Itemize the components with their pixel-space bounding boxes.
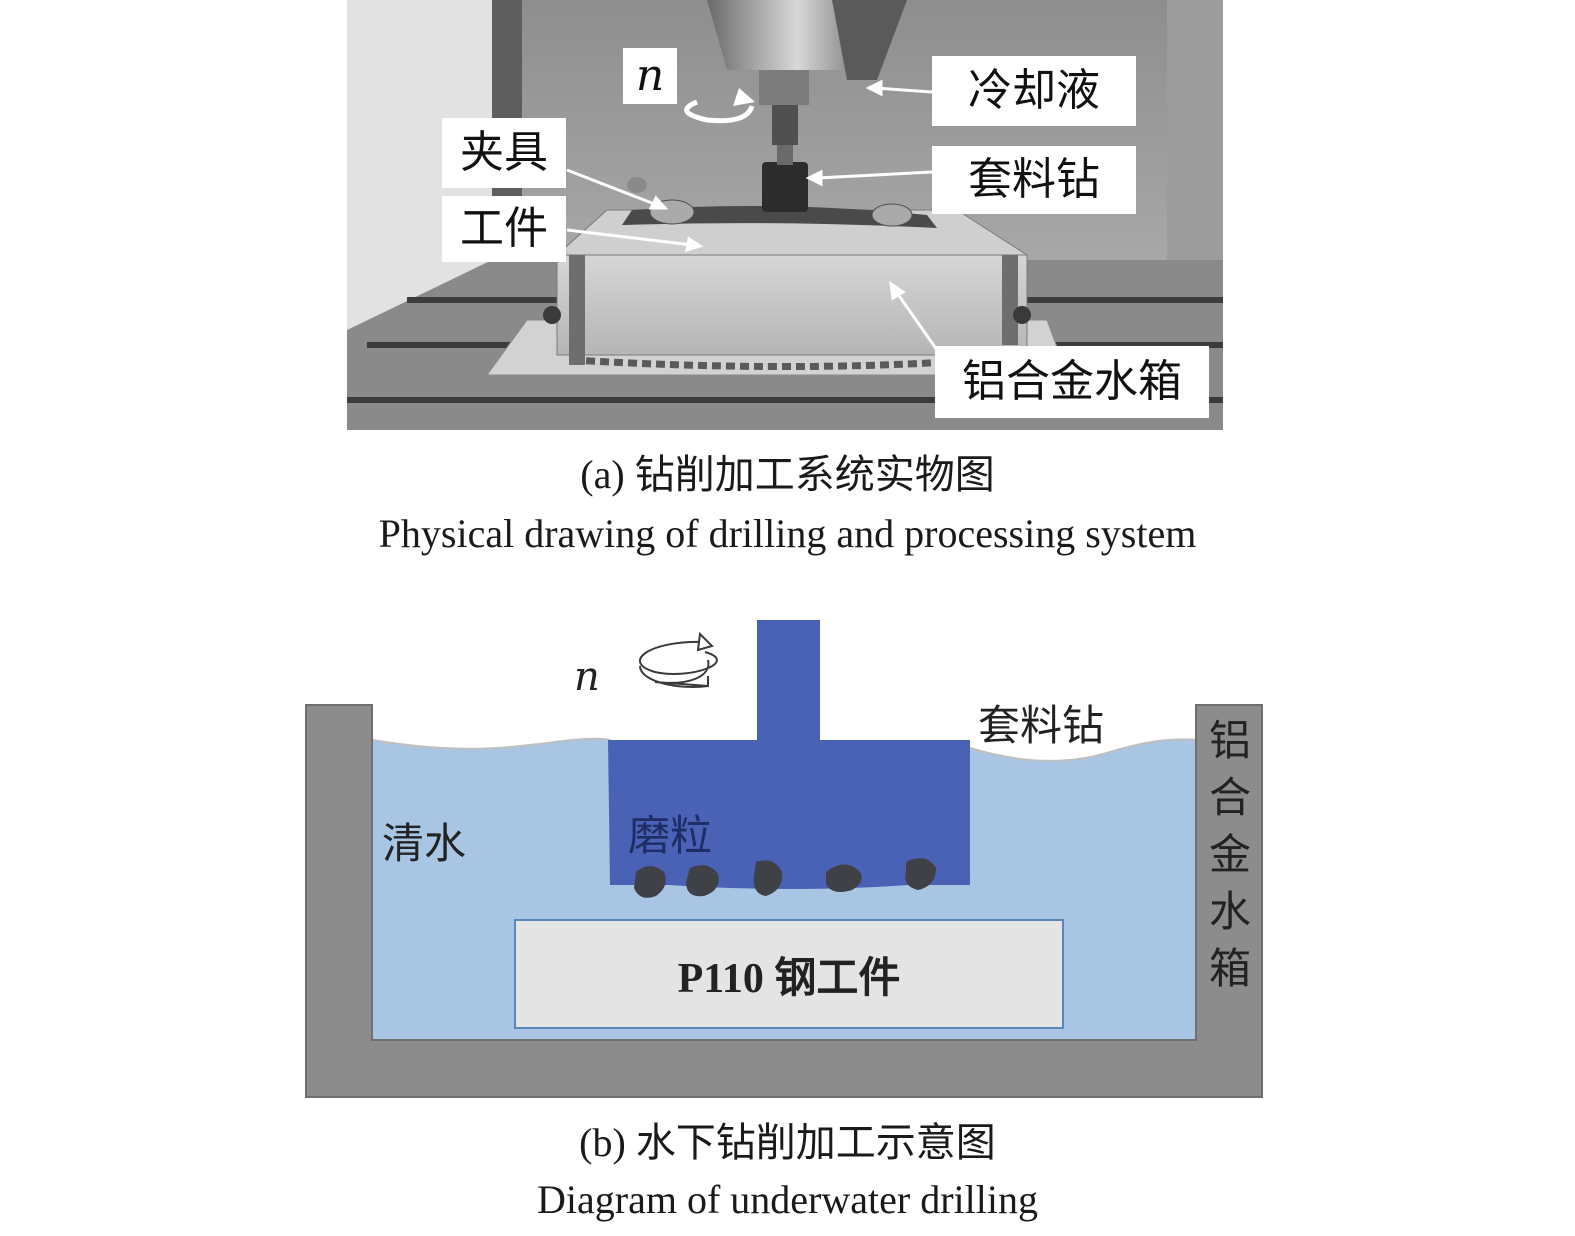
photo-fixture-label: 夹具: [442, 118, 566, 188]
drilling-system-photo: n 冷却液 夹具 套料钻 工件 铝合金水箱: [347, 0, 1223, 430]
diagram-clean-water-label: 清水: [382, 819, 466, 868]
diagram-tank-label: 铝 合 金 水 箱: [1209, 716, 1251, 993]
diagram-rotation-label: n: [574, 654, 600, 700]
abrasive-grains: [634, 858, 936, 898]
svg-text:金: 金: [1209, 830, 1251, 879]
diagram-workpiece-label: P110 钢工件: [678, 955, 901, 1002]
photo-water-tank-label: 铝合金水箱: [935, 346, 1209, 418]
svg-text:水: 水: [1209, 887, 1251, 936]
tank-wall: [305, 704, 1263, 1098]
svg-text:铝: 铝: [1209, 716, 1251, 765]
svg-text:箱: 箱: [1209, 944, 1251, 993]
photo-core-drill-label: 套料钻: [932, 146, 1136, 214]
photo-rotation-label: n: [623, 48, 677, 104]
diagram-core-drill-label: 套料钻: [978, 701, 1104, 750]
underwater-drilling-diagram: n 套料钻 清水 磨粒 P110 钢工件 铝 合 金 水 箱: [0, 600, 1575, 1110]
caption-b-en: Diagram of underwater drilling: [537, 1177, 1038, 1222]
workpiece-block: [514, 919, 1064, 1029]
rotation-arrow-icon: [639, 640, 718, 688]
photo-workpiece-label: 工件: [442, 196, 566, 262]
caption-a-en: Physical drawing of drilling and process…: [378, 511, 1197, 556]
photo-coolant-label: 冷却液: [932, 56, 1136, 126]
diagram-abrasive-grain-label: 磨粒: [628, 811, 712, 860]
caption-b-cn: (b) 水下钻削加工示意图: [579, 1120, 996, 1165]
caption-a-cn: (a) 钻削加工系统实物图: [580, 452, 995, 497]
diagram-svg: n 套料钻 清水 磨粒 P110 钢工件 铝 合 金 水 箱: [305, 620, 1263, 1098]
svg-text:合: 合: [1209, 773, 1251, 822]
core-drill: [608, 620, 970, 885]
